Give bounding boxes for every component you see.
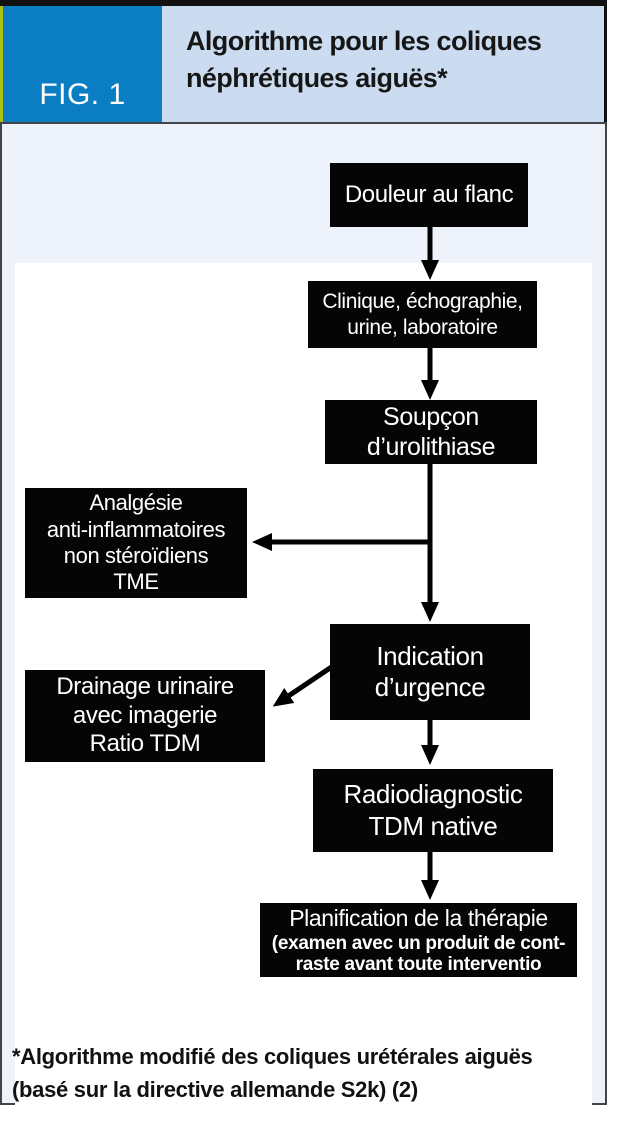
node-text-line: Analgésie bbox=[89, 490, 183, 516]
node-text-line: avec imagerie bbox=[72, 701, 218, 729]
node-text-line: d’urgence bbox=[374, 672, 486, 702]
node-text-line: d’urolithiase bbox=[366, 433, 496, 461]
figure-title-line2: néphrétiques aiguës* bbox=[186, 63, 448, 93]
flow-node-analgesie: Analgésie anti-inflammatoires non stéroï… bbox=[25, 488, 247, 598]
figure-badge: FIG. 1 bbox=[0, 6, 162, 122]
node-text-line: Ratio TDM bbox=[89, 730, 201, 758]
node-text-line: urine, laboratoire bbox=[347, 315, 498, 339]
node-text-line: Soupçon bbox=[383, 403, 479, 431]
flow-node-soupcon-urolithiase: Soupçon d’urolithiase bbox=[325, 400, 537, 464]
footnote-line1: *Algorithme modifié des coliques urétéra… bbox=[12, 1044, 533, 1069]
footnote-line2: (basé sur la directive allemande S2k) (2… bbox=[12, 1077, 418, 1102]
node-text-line: (examen avec un produit de cont- bbox=[271, 932, 566, 954]
flow-node-indication-urgence: Indication d’urgence bbox=[330, 624, 530, 720]
flow-node-radiodiagnostic: Radiodiagnostic TDM native bbox=[313, 769, 553, 852]
figure-footnote: *Algorithme modifié des coliques urétéra… bbox=[12, 1040, 597, 1106]
node-text-line: Indication bbox=[376, 640, 484, 671]
flow-node-clinique-echographie: Clinique, échographie, urine, laboratoir… bbox=[308, 281, 537, 348]
node-text-line: anti-inflammatoires bbox=[46, 516, 226, 542]
node-text-line: Douleur au flanc bbox=[344, 180, 514, 208]
figure-label: FIG. 1 bbox=[39, 78, 126, 111]
node-text-line: Clinique, échographie, bbox=[322, 290, 523, 314]
figure-title: Algorithme pour les coliques néphrétique… bbox=[162, 6, 604, 122]
flow-node-douleur-au-flanc: Douleur au flanc bbox=[330, 163, 528, 227]
node-text-line: Drainage urinaire bbox=[56, 672, 234, 700]
figure-1: FIG. 1 Algorithme pour les coliques néph… bbox=[0, 0, 607, 1105]
node-text-line: non stéroïdiens bbox=[63, 543, 209, 568]
node-text-line: TME bbox=[113, 569, 159, 595]
node-text-line: raste avant toute interventio bbox=[295, 953, 542, 975]
figure-header: FIG. 1 Algorithme pour les coliques néph… bbox=[0, 0, 607, 122]
node-text-line: TDM native bbox=[368, 810, 498, 841]
flow-node-planification: Planification de la thérapie (examen ave… bbox=[260, 903, 577, 977]
node-text-line: Planification de la thérapie bbox=[289, 904, 548, 931]
flow-node-drainage-urinaire: Drainage urinaire avec imagerie Ratio TD… bbox=[25, 670, 265, 762]
figure-title-line1: Algorithme pour les coliques bbox=[186, 26, 542, 56]
node-text-line: Radiodiagnostic bbox=[343, 779, 523, 810]
